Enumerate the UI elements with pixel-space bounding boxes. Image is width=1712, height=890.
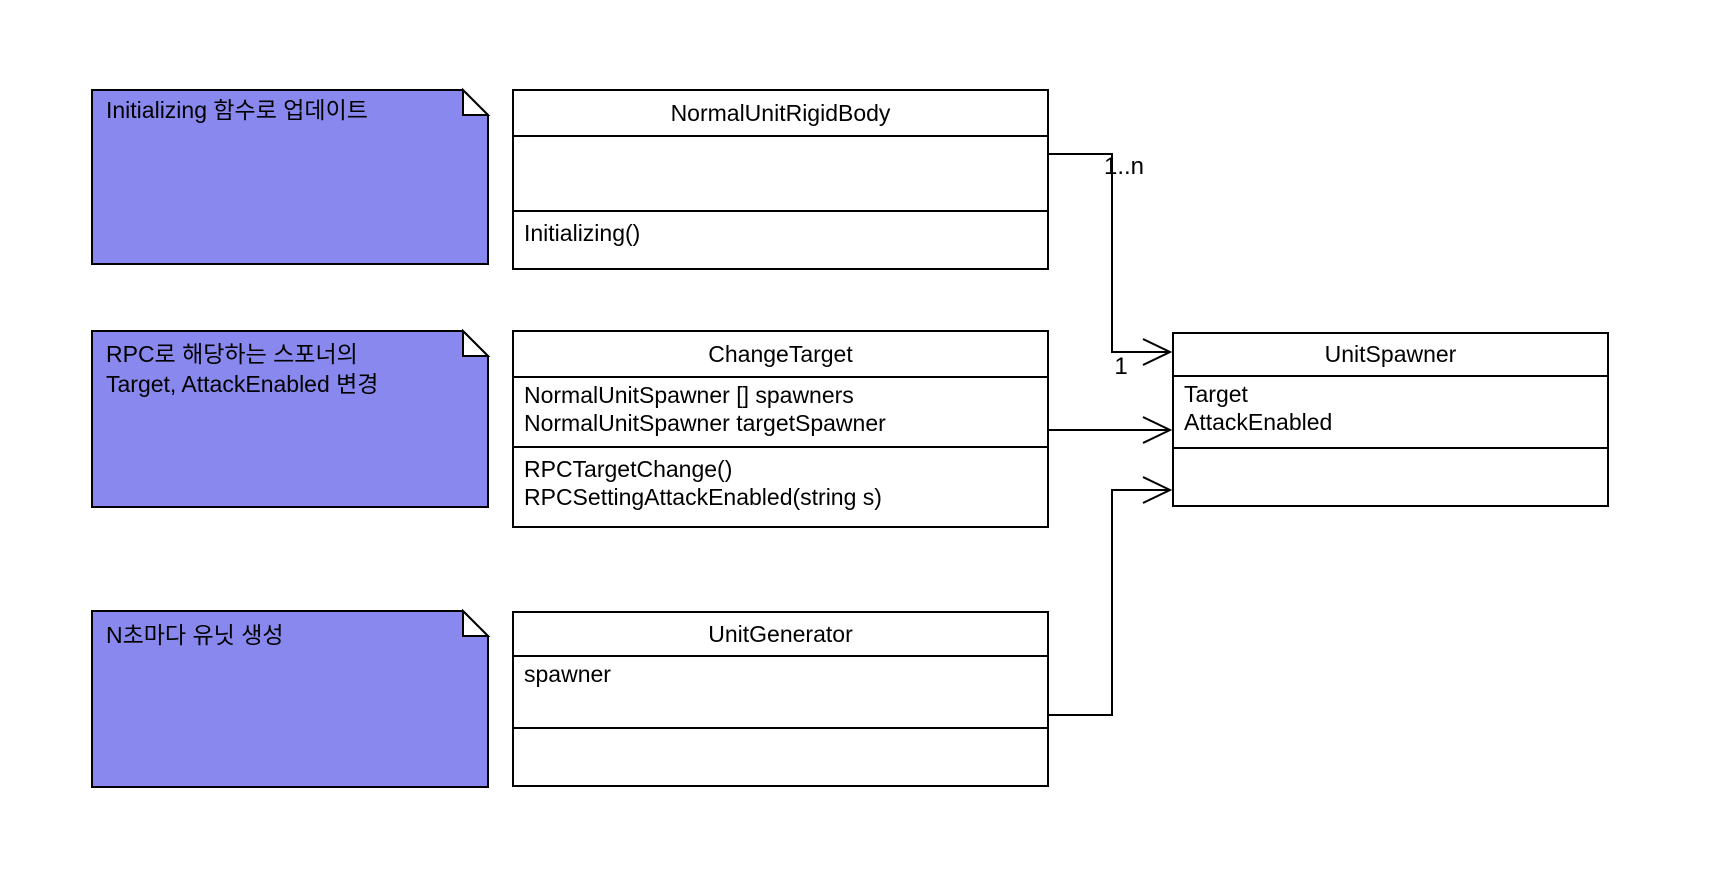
note-line: Initializing 함수로 업데이트 — [106, 97, 368, 123]
class-methods-section: RPCTargetChange() RPCSettingAttackEnable… — [514, 448, 1047, 526]
note-fold-icon — [462, 328, 491, 357]
class-unitspawner: UnitSpawner Target AttackEnabled — [1172, 332, 1609, 507]
note-line: N초마다 유닛 생성 — [106, 622, 284, 648]
note-line: RPC로 해당하는 스포너의 — [106, 341, 358, 367]
class-changetarget: ChangeTarget NormalUnitSpawner [] spawne… — [512, 330, 1049, 528]
open-arrowhead-icon — [1142, 338, 1173, 366]
note-shape-rpc — [91, 328, 491, 508]
class-normalunitrigidbody: NormalUnitRigidBody Initializing() — [512, 89, 1049, 270]
class-unitgenerator: UnitGenerator spawner — [512, 611, 1049, 787]
note-unit-generation-text: N초마다 유닛 생성 — [106, 620, 284, 650]
note-initializing-text: Initializing 함수로 업데이트 — [106, 95, 368, 125]
attribute: spawner — [524, 661, 611, 687]
note-rpc-text: RPC로 해당하는 스포너의 Target, AttackEnabled 변경 — [106, 339, 378, 399]
class-title: UnitSpawner — [1174, 334, 1607, 377]
attribute: NormalUnitSpawner targetSpawner — [524, 410, 886, 436]
attribute: NormalUnitSpawner [] spawners — [524, 382, 854, 408]
connector-unitgenerator-to-unitspawner — [1049, 476, 1173, 716]
note-shape-unit-generation — [91, 608, 491, 788]
class-title: ChangeTarget — [514, 332, 1047, 378]
attribute: Target — [1184, 381, 1248, 407]
multiplicity-label-source: 1..n — [1103, 153, 1145, 180]
open-arrowhead-icon — [1142, 416, 1173, 444]
class-methods-section: Initializing() — [514, 212, 1047, 268]
class-title: UnitGenerator — [514, 613, 1047, 657]
note-fold-icon — [462, 87, 491, 116]
open-arrowhead-icon — [1142, 476, 1173, 504]
note-shape-initializing — [91, 87, 491, 265]
attribute: AttackEnabled — [1184, 409, 1333, 435]
method: Initializing() — [524, 220, 641, 246]
multiplicity-label-target: 1 — [1114, 353, 1128, 380]
class-attributes-section: NormalUnitSpawner [] spawners NormalUnit… — [514, 378, 1047, 448]
note-fold-icon — [462, 608, 491, 637]
class-attributes-section: spawner — [514, 657, 1047, 729]
connector-changetarget-to-unitspawner — [1049, 416, 1173, 444]
class-methods-section — [514, 729, 1047, 785]
note-line: Target, AttackEnabled 변경 — [106, 371, 379, 397]
method: RPCSettingAttackEnabled(string s) — [524, 484, 882, 510]
method: RPCTargetChange() — [524, 456, 733, 482]
class-methods-section — [1174, 449, 1607, 505]
connector-normalunitrigidbody-to-unitspawner — [1049, 153, 1173, 366]
class-attributes-section — [514, 137, 1047, 212]
class-attributes-section: Target AttackEnabled — [1174, 377, 1607, 449]
class-title: NormalUnitRigidBody — [514, 91, 1047, 137]
